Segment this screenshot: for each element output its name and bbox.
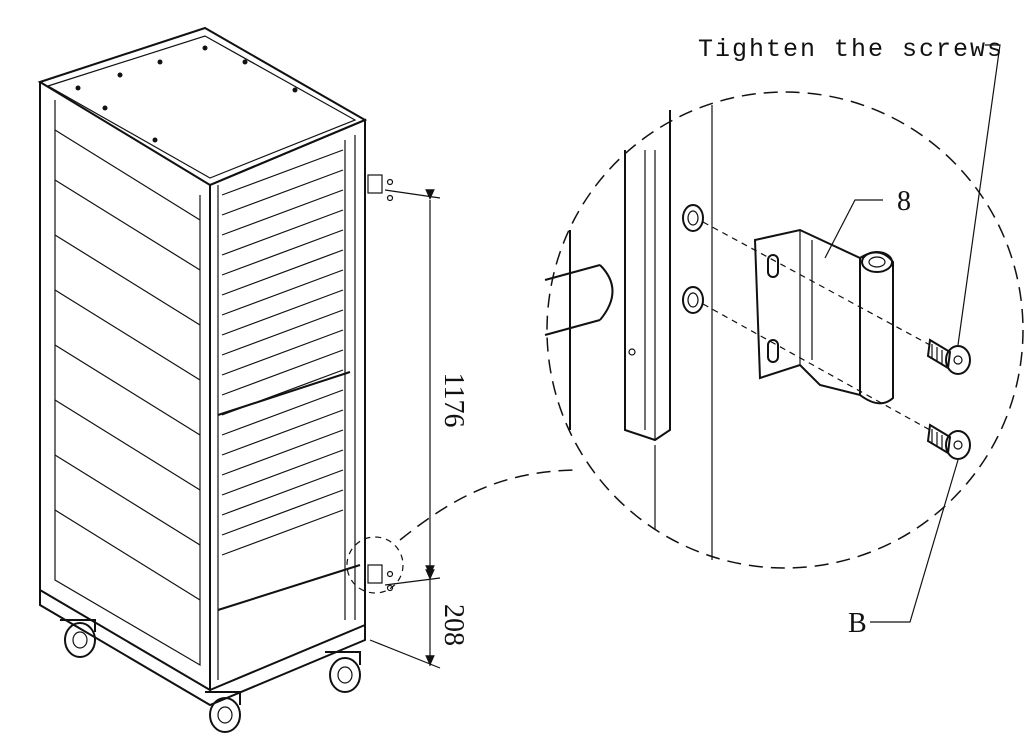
screw xyxy=(926,423,971,460)
part-number-8: 8 xyxy=(897,186,911,217)
screw xyxy=(926,338,971,375)
trolley-rack xyxy=(37,26,394,733)
callout-leaders xyxy=(824,44,1001,623)
dimension-lines xyxy=(369,189,441,669)
detail-marker xyxy=(346,536,404,594)
dimension-1176: 1176 xyxy=(438,373,469,428)
screw-label-b: B xyxy=(848,608,867,639)
detail-view xyxy=(544,91,1024,569)
caster-wheels xyxy=(60,619,361,733)
detail-leader xyxy=(399,469,581,541)
dimension-208: 208 xyxy=(438,604,469,646)
tighten-screws-label: Tighten the screws xyxy=(698,35,1004,64)
